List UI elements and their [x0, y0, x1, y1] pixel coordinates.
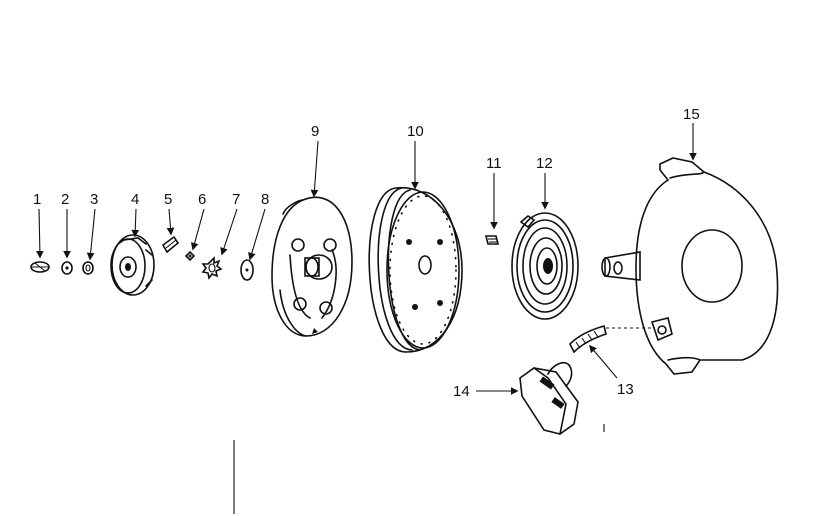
part-6-spring	[184, 250, 196, 262]
part-8-disc	[240, 259, 254, 281]
label-part-8: 8	[261, 191, 269, 208]
label-part-9: 9	[311, 123, 319, 140]
label-part-11: 11	[486, 155, 502, 172]
leader-arrows	[36, 123, 697, 395]
part-9-plate	[271, 196, 353, 337]
part-4-retainer	[110, 234, 155, 296]
part-13-spring-clip	[569, 325, 607, 354]
part-3-washer	[82, 261, 94, 275]
label-part-7: 7	[232, 191, 240, 208]
part-10-pulley	[368, 187, 463, 353]
part-7-star-washer	[201, 256, 223, 280]
label-part-5: 5	[164, 191, 172, 208]
part-5-pawl	[161, 235, 180, 254]
part-14-handle	[519, 361, 579, 435]
label-part-10: 10	[407, 123, 424, 140]
label-part-12: 12	[536, 155, 553, 172]
label-part-1: 1	[33, 191, 41, 208]
label-part-13: 13	[617, 381, 634, 398]
label-part-2: 2	[61, 191, 69, 208]
label-part-14: 14	[453, 383, 470, 400]
part-2-washer	[61, 261, 73, 275]
part-12-spiral-spring	[511, 212, 579, 320]
label-part-15: 15	[683, 106, 700, 123]
label-part-4: 4	[131, 191, 139, 208]
label-part-3: 3	[90, 191, 98, 208]
part-15-housing	[601, 157, 779, 375]
part-1-screw	[30, 261, 50, 273]
part-11-bolt	[484, 235, 500, 245]
label-part-6: 6	[198, 191, 206, 208]
